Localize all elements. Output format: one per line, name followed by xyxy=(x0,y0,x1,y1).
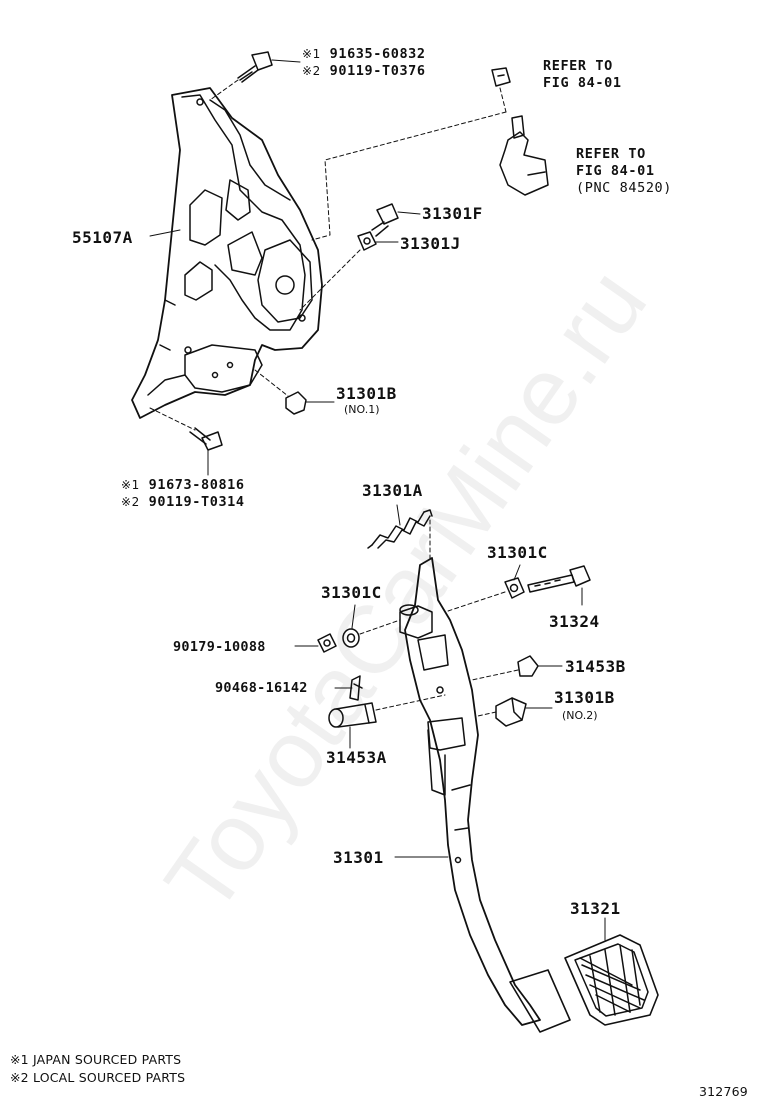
bottom-bolt-pn-japan: 91673-80816 xyxy=(148,477,245,493)
cushion-no1-icon xyxy=(285,391,307,415)
part-label-31301j: 31301J xyxy=(400,234,461,253)
note-mark-1: ※1 xyxy=(121,478,140,492)
pin-31453a-icon xyxy=(328,702,377,728)
part-label-31321: 31321 xyxy=(570,899,621,918)
refer-fig-label-1: REFER TO FIG 84-01 xyxy=(543,58,622,92)
collar-31301c-left-icon xyxy=(342,628,360,648)
part-label-31301c-left: 31301C xyxy=(321,583,382,602)
part-sub-no2: (NO.2) xyxy=(562,709,598,722)
part-label-31301f: 31301F xyxy=(422,204,483,223)
switch-clip-icon xyxy=(491,67,511,87)
top-bolt-pn-japan: 91635-60832 xyxy=(329,46,426,62)
part-label-31301b-no1: 31301B xyxy=(336,384,397,403)
part-label-90179: 90179-10088 xyxy=(173,639,266,655)
bolt-31301f-icon xyxy=(371,203,399,237)
part-sub-no1: (NO.1) xyxy=(344,403,380,416)
note-mark-1: ※1 xyxy=(302,47,321,61)
top-bolt-label: ※1 91635-60832 ※2 90119-T0376 xyxy=(302,46,426,80)
return-spring-icon xyxy=(367,509,433,549)
note-mark-2: ※2 xyxy=(302,64,321,78)
part-label-31453a: 31453A xyxy=(326,748,387,767)
refer-line: REFER TO xyxy=(576,146,646,162)
top-bolt-pn-local: 90119-T0376 xyxy=(329,63,426,79)
pivot-bolt-icon xyxy=(527,565,591,593)
pedal-pad-icon xyxy=(564,934,659,1026)
pedal-arm xyxy=(399,557,571,1033)
footnote-local: ※2 LOCAL SOURCED PARTS xyxy=(10,1070,186,1085)
part-label-31301b-no2: 31301B xyxy=(554,688,615,707)
figure-number: 312769 xyxy=(699,1084,748,1099)
clip-90468-icon xyxy=(349,675,363,701)
nut-31301j-icon xyxy=(357,231,377,251)
refer-pnc: (PNC 84520) xyxy=(576,180,673,196)
bottom-bolt-icon xyxy=(189,427,223,476)
part-label-31324: 31324 xyxy=(549,612,600,631)
cushion-no2-icon xyxy=(495,697,527,727)
footnote-japan: ※1 JAPAN SOURCED PARTS xyxy=(10,1052,182,1067)
stop-lamp-switch-icon xyxy=(499,115,549,196)
refer-fig: FIG 84-01 xyxy=(576,163,655,179)
refer-line: REFER TO xyxy=(543,58,613,74)
bottom-bolt-pn-local: 90119-T0314 xyxy=(148,494,245,510)
part-label-31301: 31301 xyxy=(333,848,384,867)
bottom-bolt-label: ※1 91673-80816 ※2 90119-T0314 xyxy=(121,477,245,511)
bushing-31453b-icon xyxy=(517,655,539,677)
part-label-31453b: 31453B xyxy=(565,657,626,676)
pedal-bracket xyxy=(131,87,323,419)
nut-31301c-right-icon xyxy=(504,577,525,599)
note-mark-2: ※2 xyxy=(121,495,140,509)
refer-fig: FIG 84-01 xyxy=(543,75,622,91)
nut-90179-icon xyxy=(317,633,337,653)
part-label-31301c-right: 31301C xyxy=(487,543,548,562)
part-label-55107a: 55107A xyxy=(72,228,133,247)
refer-fig-label-2: REFER TO FIG 84-01 (PNC 84520) xyxy=(576,146,672,197)
top-bolt-icon xyxy=(237,51,301,83)
part-label-90468: 90468-16142 xyxy=(215,680,308,696)
part-label-31301a: 31301A xyxy=(362,481,423,500)
